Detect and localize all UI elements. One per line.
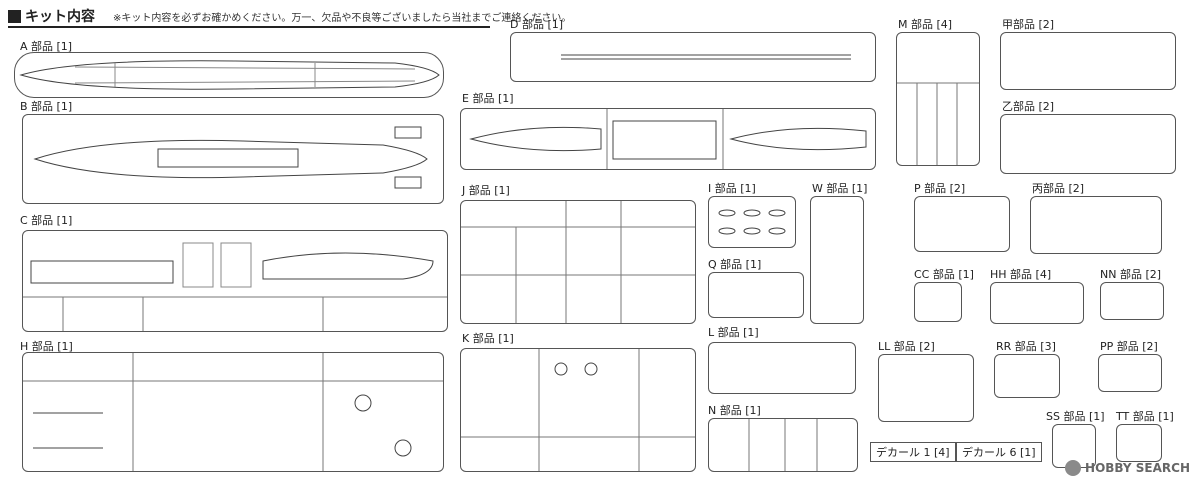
label-part-p: P 部品 [2] [914,182,966,195]
part-k-drawing [461,349,695,471]
sprue-pp [1098,354,1162,392]
sprue-rr [994,354,1060,398]
sprue-k [460,348,696,472]
label-part-ll: LL 部品 [2] [878,340,935,353]
label-part-pp: PP 部品 [2] [1100,340,1158,353]
sprue-hh [990,282,1084,324]
sprue-a [14,52,444,98]
sprue-nn [1100,282,1164,320]
label-part-a: A 部品 [1] [20,40,73,53]
label-part-i: I 部品 [1] [708,182,756,195]
sprue-d [510,32,876,82]
watermark-text: HOBBY SEARCH [1085,461,1190,475]
part-m-drawing [897,82,979,165]
deck-drawing [33,126,428,189]
label-part-cc: CC 部品 [1] [914,268,974,281]
part-e-drawing [469,109,867,169]
sprue-cc [914,282,962,322]
sprue-hei [1030,196,1162,254]
sprue-otsu [1000,114,1176,174]
sprue-p [914,196,1010,252]
label-part-ko: 甲部品 [2] [1002,18,1055,31]
sprue-c [22,230,448,332]
label-part-e: E 部品 [1] [462,92,514,105]
header-rule [8,26,490,28]
part-h-drawing [23,353,443,471]
sprue-b [22,114,444,204]
sprue-h [22,352,444,472]
part-j-drawing [461,201,695,323]
sprue-n [708,418,858,472]
sprue-e [460,108,876,170]
label-part-q: Q 部品 [1] [708,258,762,271]
hobby-search-logo-icon [1065,460,1082,476]
label-part-k: K 部品 [1] [462,332,514,345]
square-bullet-icon [8,9,21,23]
label-part-otsu: 乙部品 [2] [1002,100,1055,113]
sprue-ko [1000,32,1176,90]
part-n-drawing [748,419,818,471]
label-part-rr: RR 部品 [3] [996,340,1056,353]
label-part-b: B 部品 [1] [20,100,73,113]
sprue-q [708,272,804,318]
sprue-w [810,196,864,324]
section-title: キット内容 [25,9,95,25]
part-c-drawing [23,242,447,331]
sprue-m [896,32,980,166]
decal-6-label: デカール 6 [1] [956,442,1042,462]
part-i-drawing [718,209,786,235]
sprue-l [708,342,856,394]
label-part-j: J 部品 [1] [462,184,510,197]
label-part-ss: SS 部品 [1] [1046,410,1105,423]
label-part-hei: 丙部品 [2] [1032,182,1085,195]
label-part-n: N 部品 [1] [708,404,761,417]
decal-1-label: デカール 1 [4] [870,442,956,462]
part-d-drawing [561,54,851,60]
label-part-d: D 部品 [1] [510,18,564,31]
label-part-m: M 部品 [4] [898,18,953,31]
sprue-j [460,200,696,324]
sprue-ll [878,354,974,422]
hull-drawing [19,60,440,90]
label-part-l: L 部品 [1] [708,326,759,339]
section-header: キット内容 ※キット内容を必ずお確かめください。万一、欠品や不良等ございましたら… [8,5,571,27]
sprue-i [708,196,796,248]
sprue-tt [1116,424,1162,462]
label-part-h: H 部品 [1] [20,340,73,353]
label-part-tt: TT 部品 [1] [1116,410,1174,423]
section-note: ※キット内容を必ずお確かめください。万一、欠品や不良等ございましたら当社までご連… [113,12,572,24]
label-part-nn: NN 部品 [2] [1100,268,1162,281]
label-part-w: W 部品 [1] [812,182,868,195]
label-part-hh: HH 部品 [4] [990,268,1052,281]
watermark: HOBBY SEARCH [1065,460,1190,476]
label-part-c: C 部品 [1] [20,214,73,227]
